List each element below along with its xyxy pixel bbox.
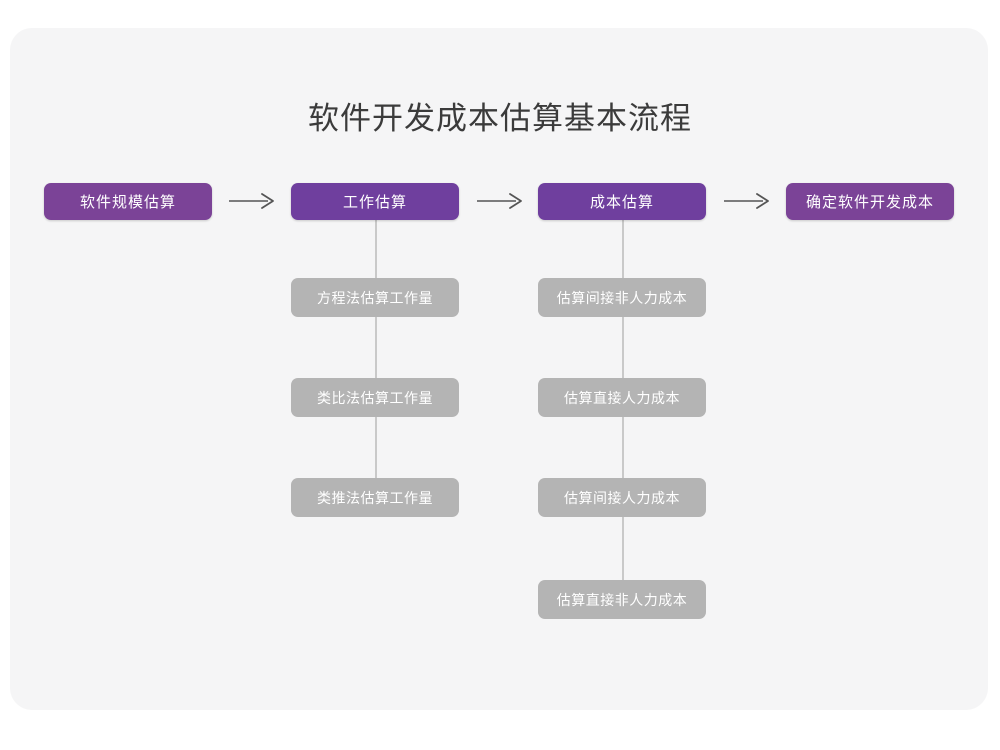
stage-box-work-estimation[interactable]: 工作估算 — [291, 183, 459, 220]
connector-line-cost-1 — [622, 220, 624, 278]
arrow-right-icon-1 — [228, 192, 276, 210]
connector-line-work-2 — [375, 317, 377, 378]
stage-box-cost-estimation[interactable]: 成本估算 — [538, 183, 706, 220]
connector-line-cost-4 — [622, 517, 624, 580]
page-title: 软件开发成本估算基本流程 — [308, 101, 692, 136]
sub-box-work-1[interactable]: 方程法估算工作量 — [291, 278, 459, 317]
arrow-right-icon-2 — [476, 192, 524, 210]
sub-box-cost-4[interactable]: 估算直接非人力成本 — [538, 580, 706, 619]
diagram-card — [10, 28, 988, 710]
sub-box-cost-1[interactable]: 估算间接非人力成本 — [538, 278, 706, 317]
connector-line-cost-3 — [622, 417, 624, 478]
connector-line-work-3 — [375, 417, 377, 478]
sub-box-work-3[interactable]: 类推法估算工作量 — [291, 478, 459, 517]
sub-box-cost-3[interactable]: 估算间接人力成本 — [538, 478, 706, 517]
sub-box-work-2[interactable]: 类比法估算工作量 — [291, 378, 459, 417]
connector-line-cost-2 — [622, 317, 624, 378]
arrow-right-icon-3 — [723, 192, 771, 210]
sub-box-cost-2[interactable]: 估算直接人力成本 — [538, 378, 706, 417]
stage-box-determine-development-cost[interactable]: 确定软件开发成本 — [786, 183, 954, 220]
stage-box-software-scale-estimation[interactable]: 软件规模估算 — [44, 183, 212, 220]
connector-line-work-1 — [375, 220, 377, 278]
